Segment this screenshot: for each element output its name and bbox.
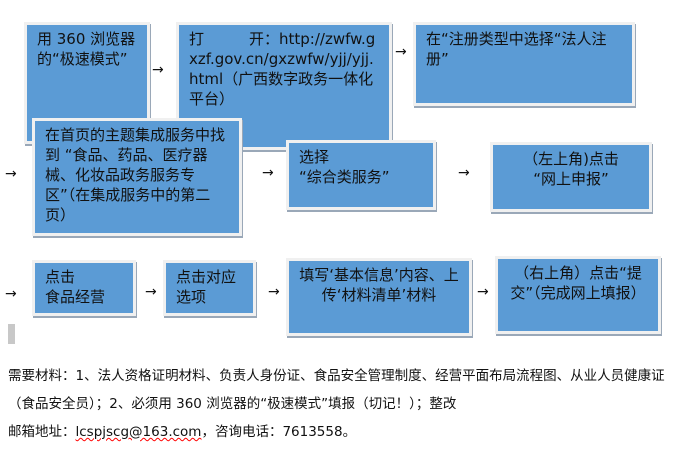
- arrow-icon: →: [458, 165, 470, 181]
- arrow-icon: →: [5, 166, 17, 182]
- email-label: 邮箱地址：: [8, 424, 76, 440]
- step-8-box: 点击对应选项: [163, 260, 256, 316]
- step-3-box: 在“注册类型中选择“法人注册”: [413, 22, 635, 106]
- step-6-box: （左上角)点击 “网上申报”: [490, 142, 652, 212]
- arrow-icon: →: [477, 284, 489, 300]
- step-5-box: 选择 “综合类服务”: [286, 140, 436, 210]
- arrow-icon: →: [395, 44, 407, 60]
- step-10-box: （右上角）点击“提交”（完成网上填报）: [495, 256, 661, 334]
- email-link[interactable]: lcspjscg@163.com: [75, 424, 202, 440]
- step-4-box: 在首页的主题集成服务中找到 “食品、药品、医疗器械、化妆品政务服务专区”（在集成…: [32, 118, 242, 236]
- arrow-icon: →: [262, 165, 274, 181]
- paragraph-marker: [8, 324, 15, 344]
- phone-label: ，咨询电话：: [201, 424, 283, 440]
- notes-paragraph: 需要材料：1、法人资格证明材料、负责人身份证、食品安全管理制度、经营平面布局流程…: [8, 362, 688, 446]
- arrow-icon: →: [268, 284, 280, 300]
- step-9-box: 填写‘基本信息’内容、上传‘材料清单’材料: [286, 258, 472, 336]
- requirements-text: 需要材料：1、法人资格证明材料、负责人身份证、食品安全管理制度、经营平面布局流程…: [8, 368, 665, 412]
- arrow-icon: →: [152, 62, 164, 78]
- step-7-box: 点击 食品经营: [32, 260, 136, 316]
- phone-number: 7613558。: [282, 424, 357, 440]
- arrow-icon: →: [5, 286, 17, 302]
- arrow-icon: →: [145, 284, 157, 300]
